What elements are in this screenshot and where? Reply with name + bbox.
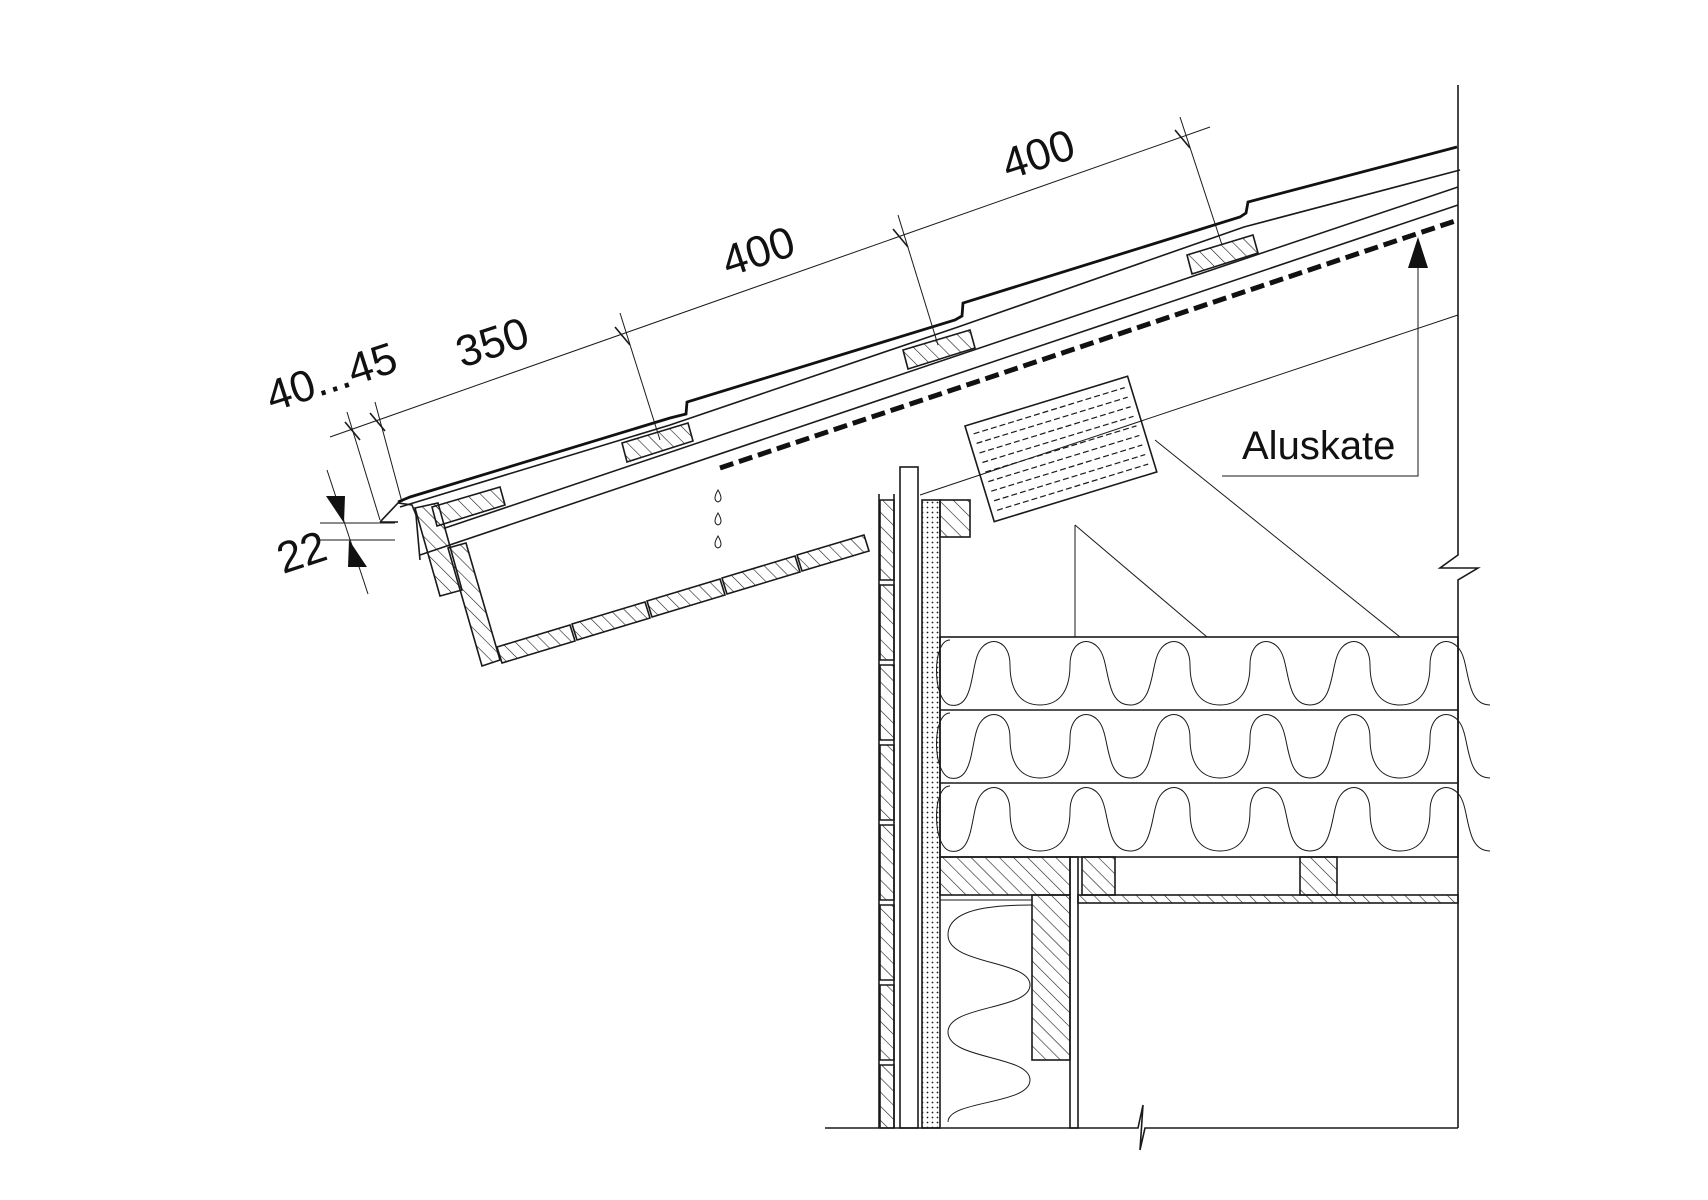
eave-end-board (447, 542, 501, 668)
dim-tick-0 (344, 421, 361, 441)
vertical-batten (899, 466, 919, 1129)
stud-inner (1031, 894, 1071, 1061)
right-break-line (1437, 85, 1481, 1128)
dim-ext-0 (346, 411, 381, 521)
dim-label-350: 350 (450, 308, 535, 377)
dim22-line (326, 469, 369, 595)
deck-top-line (444, 186, 1459, 529)
dim-tick-4 (1174, 129, 1191, 149)
top-plate (939, 499, 971, 538)
dim-tick-1 (369, 412, 386, 432)
rafter-bottom-line (919, 314, 1459, 496)
wall-insulation (940, 899, 1033, 1129)
stud-right (1069, 856, 1079, 1129)
dim-ext-1 (374, 401, 403, 503)
rafter-top-line (419, 204, 1459, 556)
insulation-detail (964, 375, 1158, 523)
dim-label-400-b: 400 (996, 120, 1081, 189)
soffit-board-2 (570, 601, 652, 641)
soffit-board-1 (495, 624, 577, 664)
roofing-sheet-profile (397, 145, 1458, 504)
wind-barrier (921, 499, 941, 1129)
dim-tick-3 (892, 228, 909, 248)
dim-tick-2 (614, 326, 631, 346)
roofing-sheet-underside (399, 169, 1461, 508)
ceiling-board (1077, 894, 1459, 904)
dim-label-overhang: 40...45 (260, 333, 403, 421)
water-drops (714, 489, 722, 549)
ceiling-batten-2 (1299, 856, 1338, 896)
dim-ext-2 (619, 312, 661, 441)
dim-ext-4 (1179, 116, 1223, 246)
wall (825, 466, 1459, 1151)
dim22-arrow-bottom (348, 540, 367, 567)
underlay-arrowhead (1408, 237, 1428, 268)
soffit-board-4 (720, 555, 802, 595)
dim22-arrow-top (326, 496, 345, 523)
ceiling-insulation (936, 636, 1491, 858)
soffit-board-3 (645, 578, 727, 618)
ceiling-batten-1 (1081, 856, 1116, 896)
soffit-board-5 (795, 534, 871, 572)
batten-3 (902, 329, 976, 371)
batten-2 (621, 421, 694, 464)
batten-4 (1186, 233, 1259, 276)
insulation-leaders (1074, 439, 1401, 638)
drip-edge (379, 502, 421, 561)
base-line (825, 1104, 1458, 1151)
underlay-membrane (719, 217, 1459, 471)
underlay-leader (1222, 262, 1419, 477)
dim-label-22: 22 (271, 522, 333, 584)
stud-left (939, 856, 1071, 896)
underlay-callout: Aluskate (1222, 237, 1428, 477)
cladding-boards (879, 499, 895, 1129)
dim-ext-3 (897, 214, 939, 346)
dimension-lines: 40...45 350 400 400 22 (260, 116, 1223, 595)
dim-line-main (329, 126, 1211, 438)
underlay-label: Aluskate (1242, 424, 1395, 468)
roof-slope (379, 145, 1461, 668)
